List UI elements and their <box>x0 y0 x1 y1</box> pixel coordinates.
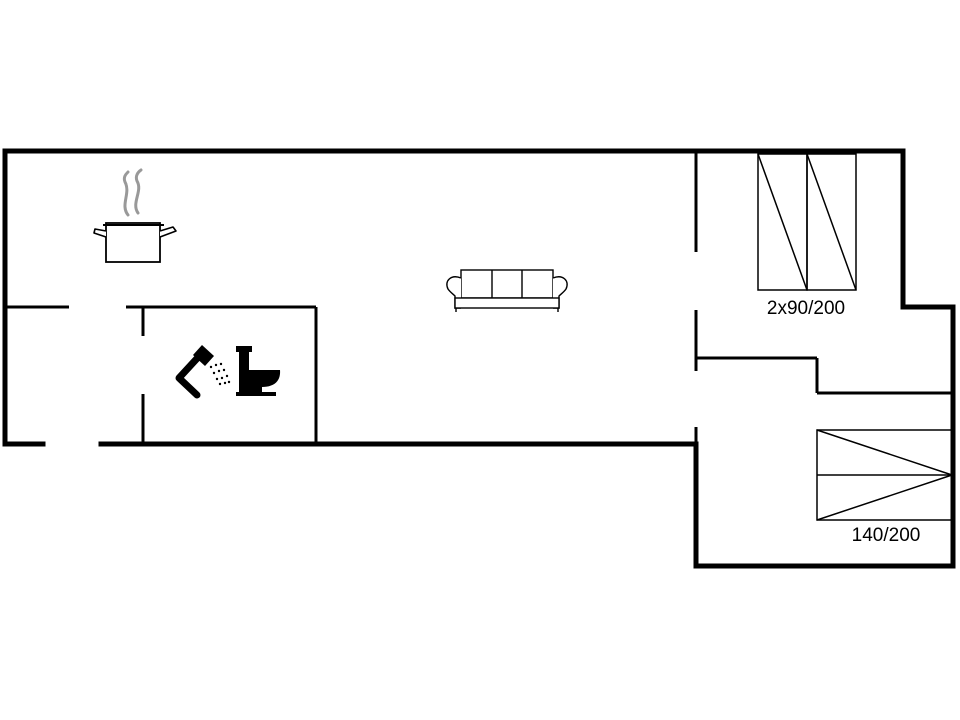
bed-single-right <box>806 153 857 291</box>
bed-single-left-cover <box>757 153 808 291</box>
exterior-walls <box>2 148 956 569</box>
twin-beds: 2x90/200 <box>757 153 857 319</box>
double-bed-label: 140/200 <box>852 525 921 546</box>
twin-beds-label: 2x90/200 <box>767 298 845 319</box>
sofa-icon <box>446 269 568 312</box>
exterior-wall-main <box>2 148 956 569</box>
cooking-pot-icon <box>93 168 177 263</box>
shower-icon <box>175 345 231 399</box>
bed-double-cover-bottom <box>816 474 953 521</box>
toilet-icon <box>236 346 281 396</box>
double-bed: 140/200 <box>816 429 953 546</box>
interior-walls <box>5 151 953 444</box>
bed-double-cover-top <box>816 429 953 476</box>
bed-single-right-cover <box>806 153 857 291</box>
